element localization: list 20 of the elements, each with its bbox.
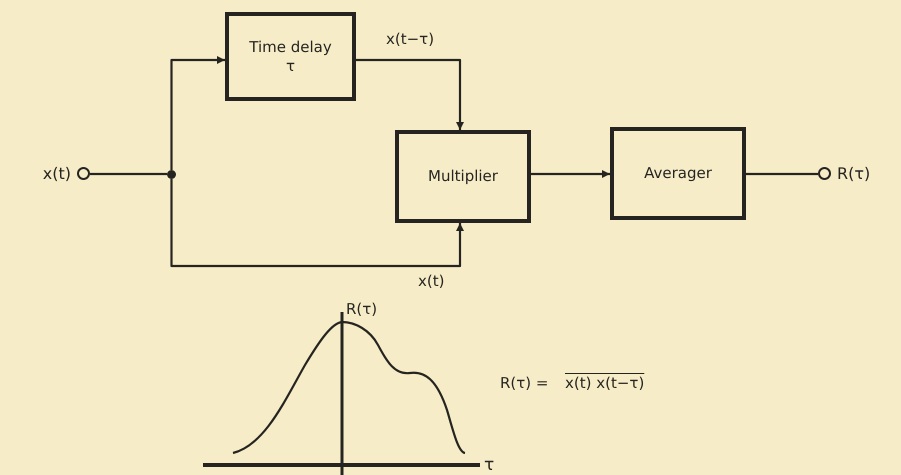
connector-line <box>90 172 167 176</box>
edge-label: x(t) <box>416 272 446 290</box>
arrow <box>170 56 225 170</box>
connector-line <box>746 172 818 176</box>
arrow <box>170 179 464 268</box>
process-box <box>225 12 356 101</box>
equation-text: x(t) x(t−τ) <box>565 374 644 392</box>
process-box <box>610 127 746 220</box>
arrow <box>356 58 464 130</box>
axis-label: τ <box>484 455 494 475</box>
signal-label: R(τ) <box>837 164 870 182</box>
axis-label: R(τ) <box>346 300 378 318</box>
equation-text: R(τ) = <box>500 374 548 392</box>
box-label: Averager <box>644 164 712 183</box>
junction-dot <box>167 170 176 179</box>
box-label: Time delay τ <box>248 38 333 76</box>
process-box <box>395 130 531 223</box>
signal-label: x(t) <box>42 164 71 182</box>
arrow <box>531 170 610 178</box>
box-label: Multiplier <box>428 167 498 186</box>
